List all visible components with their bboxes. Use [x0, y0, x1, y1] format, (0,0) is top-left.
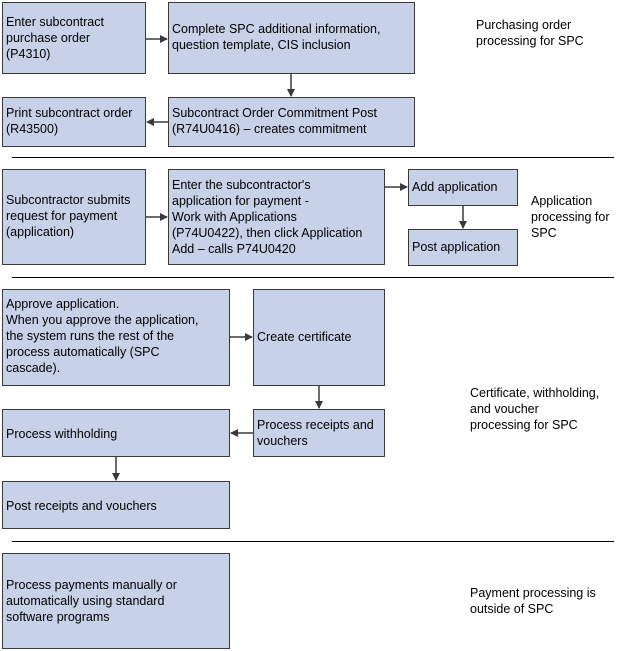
print-order-box: Print subcontract order (R43500) [2, 97, 146, 147]
post-application-box: Post application [408, 229, 518, 266]
section-divider-3 [12, 541, 614, 542]
enter-application-box: Enter the subcontractor's application fo… [168, 169, 385, 265]
create-certificate-box: Create certificate [253, 289, 385, 386]
section-label-certificate: Certificate, withholding, and voucher pr… [470, 386, 600, 432]
add-application-box: Add application [408, 169, 518, 206]
section-label-application: Application processing for SPC [531, 194, 610, 240]
submit-request-box: Subcontractor submits request for paymen… [2, 169, 146, 265]
enter-po-box: Enter subcontract purchase order (P4310) [2, 2, 146, 74]
approve-application-box: Approve application. When you approve th… [2, 289, 230, 386]
process-payments-box: Process payments manually or automatical… [2, 553, 230, 649]
post-receipts-box: Post receipts and vouchers [2, 481, 230, 529]
section-divider-2 [12, 277, 614, 278]
section-label-purchasing: Purchasing order processing for SPC [476, 18, 584, 48]
section-divider-1 [12, 157, 614, 158]
section-label-payment: Payment processing is outside of SPC [470, 586, 596, 616]
complete-spc-box: Complete SPC additional information, que… [168, 2, 415, 74]
process-withholding-box: Process withholding [2, 409, 230, 457]
commitment-post-box: Subcontract Order Commitment Post (R74U0… [168, 97, 415, 147]
process-receipts-box: Process receipts and vouchers [253, 409, 385, 457]
